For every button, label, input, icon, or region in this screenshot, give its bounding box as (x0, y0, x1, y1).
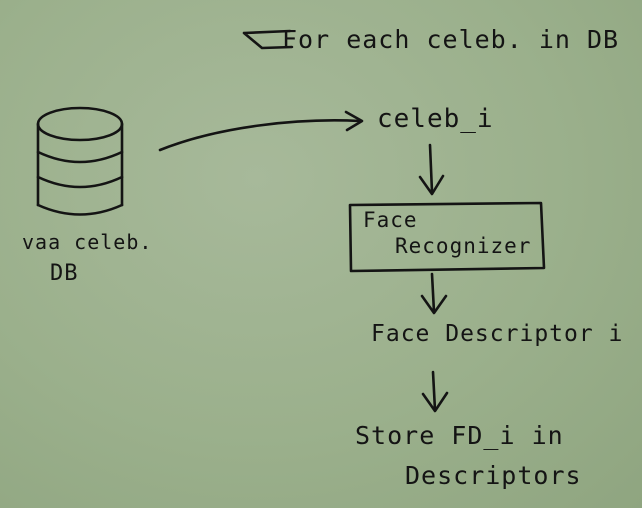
store-step-line1: Store FD_i in (355, 421, 564, 450)
face-recognizer-box (348, 201, 546, 273)
loop-marker (242, 29, 294, 50)
database-icon (36, 106, 124, 216)
face-descriptor-label: Face Descriptor i (371, 321, 624, 347)
face-recognizer-label-line1: Face (363, 208, 418, 232)
loop-heading: For each celeb. in DB (282, 25, 620, 54)
face-recognizer-label-line2: Recognizer (395, 234, 532, 258)
celeb-node-label: celeb_i (377, 104, 494, 134)
store-step-line2: Descriptors (405, 461, 582, 490)
celeb-to-recognizer-arrow (418, 143, 445, 196)
database-label-line2: DB (50, 261, 79, 286)
database-label-line1: vaa celeb. (22, 230, 153, 254)
descriptor-to-store-arrow (421, 370, 449, 413)
db-to-celeb-arrow (158, 110, 364, 152)
recognizer-to-descriptor-arrow (420, 272, 448, 315)
